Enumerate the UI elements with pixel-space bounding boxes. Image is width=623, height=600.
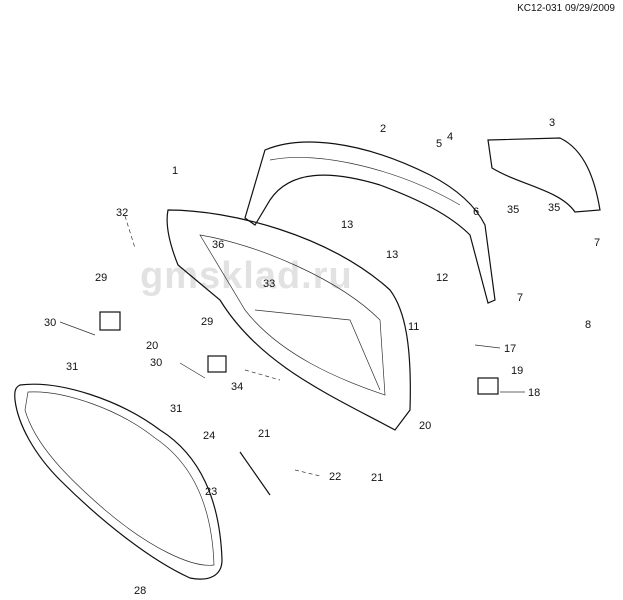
watermark: gmsklad.ru (140, 255, 353, 297)
hinge-upper (99, 311, 121, 331)
callout-11: 11 (408, 321, 419, 333)
callout-19: 19 (511, 365, 523, 377)
lift-strut (239, 451, 271, 496)
callout-21b: 21 (371, 472, 383, 484)
diagram-code: KC12-031 09/29/2009 (517, 3, 615, 14)
callout-2: 2 (380, 123, 386, 135)
spoiler (244, 141, 496, 304)
callout-32: 32 (116, 207, 128, 219)
callout-13b: 13 (386, 249, 398, 261)
callout-7b: 7 (517, 292, 523, 304)
callout-17: 17 (504, 343, 516, 355)
callout-31a: 31 (66, 361, 78, 373)
hinge-lower (207, 355, 227, 373)
trunk-lid (166, 209, 411, 431)
callout-12: 12 (436, 272, 448, 284)
callout-29a: 29 (95, 272, 107, 284)
callout-4: 4 (447, 131, 453, 143)
callout-18: 18 (528, 387, 540, 399)
callout-7a: 7 (594, 237, 600, 249)
latch (477, 377, 499, 395)
callout-3: 3 (549, 117, 555, 129)
callout-8: 8 (585, 319, 591, 331)
callout-23: 23 (205, 486, 217, 498)
callout-13a: 13 (341, 219, 353, 231)
callout-33: 33 (263, 278, 275, 290)
callout-36: 36 (212, 239, 224, 251)
weatherstrip (14, 383, 223, 580)
callout-20b: 20 (419, 420, 431, 432)
license-housing (487, 137, 601, 213)
callout-24: 24 (203, 430, 215, 442)
callout-22: 22 (329, 471, 341, 483)
callout-35b: 35 (548, 202, 560, 214)
callout-34: 34 (231, 381, 243, 393)
callout-30b: 30 (150, 357, 162, 369)
callout-21a: 21 (258, 428, 270, 440)
callout-28: 28 (134, 585, 146, 597)
callout-1: 1 (172, 165, 178, 177)
callout-20a: 20 (146, 340, 158, 352)
callout-5: 5 (436, 138, 442, 150)
callout-6: 6 (473, 206, 479, 218)
callout-29b: 29 (201, 316, 213, 328)
callout-31b: 31 (170, 403, 182, 415)
callout-35a: 35 (507, 204, 519, 216)
callout-30a: 30 (44, 317, 56, 329)
